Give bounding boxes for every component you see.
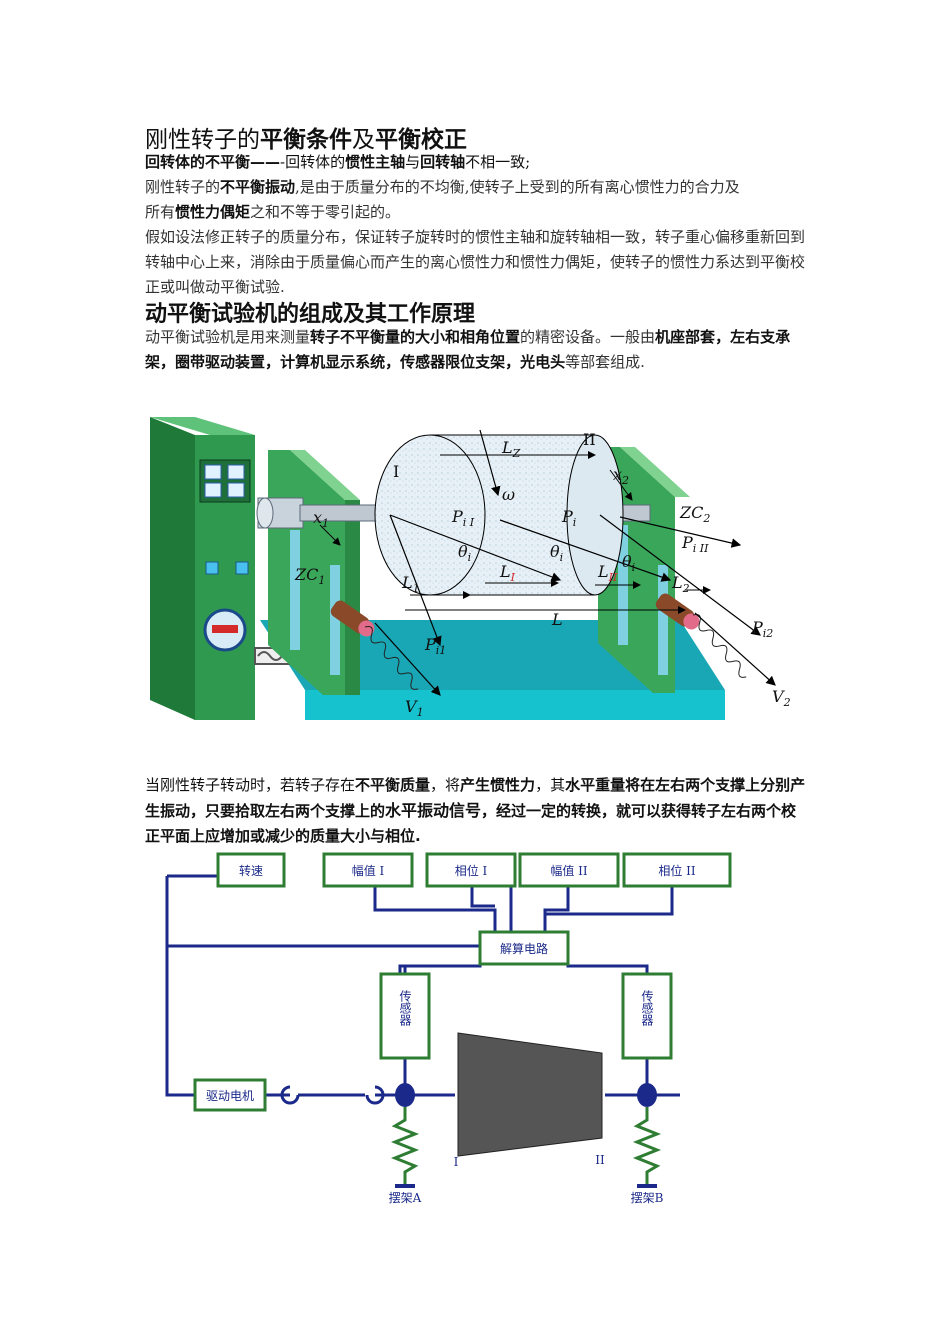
label-theta-2: θi	[550, 542, 563, 564]
label-theta-1: θi	[458, 542, 471, 564]
plane-label-I: I	[393, 462, 399, 481]
measurement-schematic: 转速 幅值 I 相位 I 幅值 II 相位 II 解算电路 驱动电机 I II …	[165, 852, 732, 1205]
plane-label-II: II	[583, 430, 596, 449]
label-ZC1: ZC1	[294, 565, 325, 587]
indicator-light	[235, 561, 249, 575]
phase-I-box	[425, 852, 517, 888]
indicator-light	[205, 561, 219, 575]
couple-line: 所有惯性力偶矩之和不等于零引起的。	[145, 203, 401, 221]
section1-title: 刚性转子的平衡条件及平衡校正	[145, 126, 467, 153]
correction-paragraph: 假如设法修正转子的质量分布，保证转子旋转时的惯性主轴和旋转轴相一致，转子重心偏移…	[145, 228, 806, 296]
label-theta-3: θi	[622, 552, 635, 574]
label-V2: V2	[772, 687, 791, 709]
sensor-right-label: 传感器	[640, 989, 654, 1027]
machine-cabinet-side	[150, 417, 255, 435]
support-B-label: 摆架B	[631, 1191, 664, 1205]
motor-box	[193, 1078, 267, 1112]
spring-right	[632, 1107, 662, 1184]
unbalance-vibration-line: 刚性转子的不平衡振动,是由于质量分布的不均衡,使转子上受到的所有离心惯性力的合力…	[145, 178, 740, 196]
label-L2: L2	[671, 573, 690, 595]
phase-II-box	[622, 852, 732, 888]
working-principle-paragraph: 当刚性转子转动时，若转子存在不平衡质量，将产生惯性力，其水平重量将在左右两个支撑…	[145, 776, 806, 845]
left-sensor	[330, 600, 375, 637]
section2-title: 动平衡试验机的组成及其工作原理	[145, 302, 476, 327]
speed-box	[216, 852, 286, 888]
label-PiI: Pi I	[451, 507, 475, 529]
motor-label: 驱动电机	[206, 1089, 254, 1103]
label-V1: V1	[405, 697, 424, 719]
label-LI: LI	[499, 562, 516, 584]
rotor-right-face	[566, 434, 624, 596]
amplitude-I-box	[322, 852, 414, 888]
label-L: L	[551, 610, 563, 629]
base-front	[305, 690, 725, 720]
phase-I-label: 相位 I	[455, 863, 488, 878]
label-Pi1: Pi1	[424, 635, 446, 657]
label-Pi2: Pi2	[751, 618, 773, 640]
label-x1: x1	[313, 508, 329, 530]
rotor-plane-II-label: II	[595, 1153, 605, 1167]
label-PiII: Pi II	[681, 533, 709, 555]
solver-box	[478, 930, 570, 966]
label-LII: LII	[597, 562, 618, 584]
support-A-label: 摆架A	[389, 1191, 422, 1205]
label-x2: x2	[613, 465, 629, 487]
label-Lz: LZ	[501, 438, 521, 460]
label-omega: ω	[502, 485, 515, 504]
phase-II-label: 相位 II	[658, 863, 696, 878]
solver-label: 解算电路	[500, 941, 548, 956]
sensor-left-label: 传感器	[398, 989, 412, 1027]
balancing-machine-figure: I II LZ ω Pi I Pi θi θi θi LI LII L1 L2 …	[150, 417, 791, 720]
signal-wave-right	[692, 614, 747, 678]
label-Pi: Pi	[561, 507, 576, 529]
amplitude-II-label: 幅值 II	[550, 863, 588, 878]
spring-left	[390, 1107, 420, 1184]
sensor-left-box	[379, 972, 431, 1060]
label-ZC2: ZC2	[679, 503, 710, 525]
sensor-right-box	[621, 972, 673, 1060]
amplitude-II-box	[518, 852, 620, 888]
rotor-shape	[457, 1032, 603, 1157]
rotor-plane-I-label: I	[454, 1155, 459, 1169]
signal-wave-left	[364, 626, 419, 690]
machine-intro-paragraph: 动平衡试验机是用来测量转子不平衡量的大小和相角位置的精密设备。一般由机座部套，左…	[145, 328, 791, 371]
unbalance-definition: 回转体的不平衡——-回转体的惯性主轴与回转轴不相一致;	[145, 153, 531, 171]
speed-label: 转速	[239, 863, 263, 878]
machine-cabinet-left	[150, 417, 195, 720]
amplitude-I-label: 幅值 I	[352, 863, 385, 878]
label-L1: L1	[401, 573, 420, 595]
